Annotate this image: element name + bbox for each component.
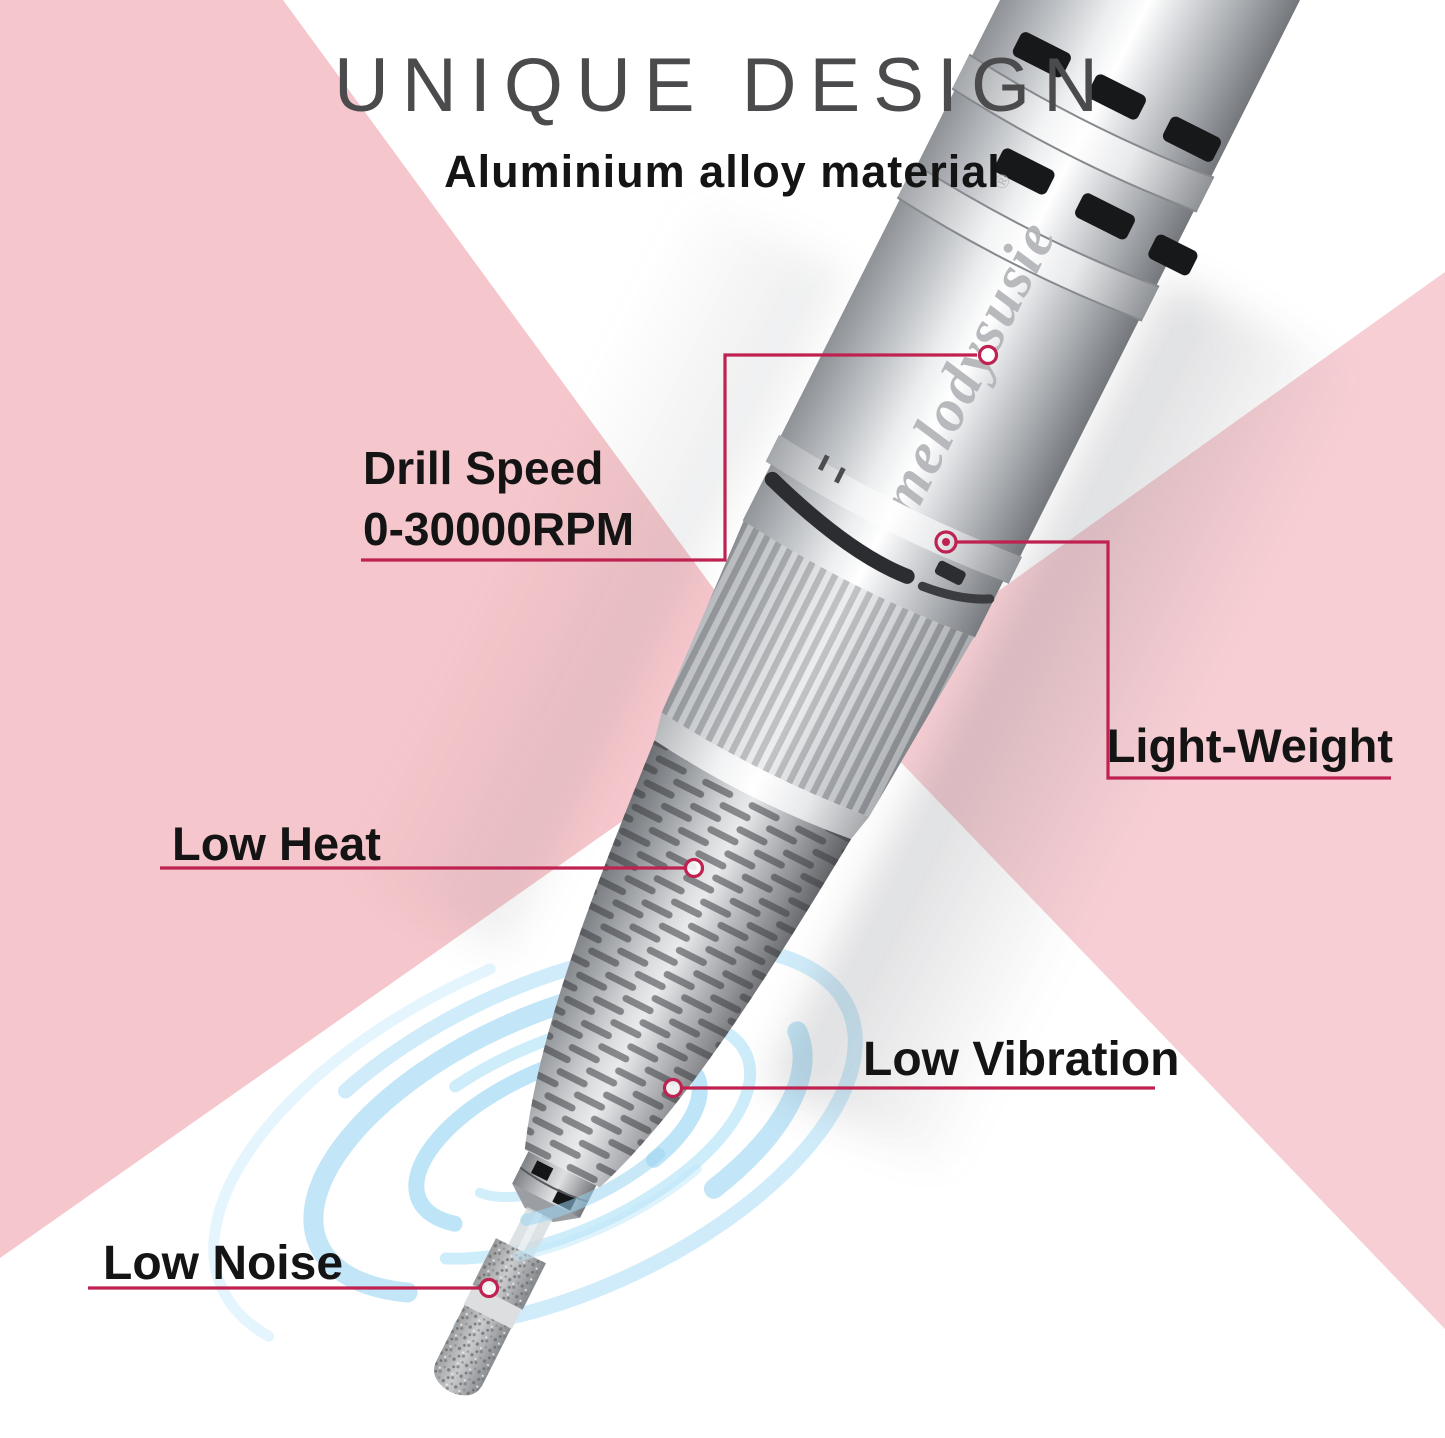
callout-label-drill-speed: Drill Speed 0-30000RPM <box>363 438 634 559</box>
callout-target-marker-low-noise <box>478 1277 500 1299</box>
callout-lines <box>88 344 1391 1299</box>
spin-swirl-front <box>352 1006 764 1270</box>
ring-band-a <box>952 54 1214 212</box>
drill-speed-line1: Drill Speed <box>363 442 604 494</box>
ring-band-b <box>897 163 1160 321</box>
page-title: UNIQUE DESIGN <box>333 43 1112 128</box>
callout-target-marker-low-vibration <box>662 1077 684 1099</box>
drill-shadow-left <box>342 191 846 952</box>
callout-target-marker-low-heat <box>683 857 705 879</box>
callout-label-low-heat: Low Heat <box>172 817 381 870</box>
grip-lower-ring <box>654 712 870 840</box>
callout-label-light-weight: Light-Weight <box>1106 719 1393 772</box>
callout-target-marker-light-weight <box>934 530 958 554</box>
sanding-band-ring <box>463 1285 522 1329</box>
ring-band-c <box>765 434 1023 584</box>
callout-line-drill-speed <box>361 353 977 562</box>
drill-shadow-right <box>767 279 1360 1178</box>
pink-wedge-left <box>0 0 795 1258</box>
callout-target-marker-drill-speed <box>977 344 999 366</box>
callout-label-low-vibration: Low Vibration <box>863 1033 1180 1086</box>
callout-label-low-noise: Low Noise <box>103 1237 344 1290</box>
collar-groove <box>764 471 915 584</box>
page-subtitle: Aluminium alloy material <box>444 146 1001 197</box>
drill-speed-line2: 0-30000RPM <box>363 502 635 555</box>
drill-upper-body <box>779 0 1342 559</box>
vent-slots-row2 <box>994 148 1198 276</box>
vent-slots-row1 <box>1012 32 1221 162</box>
nail-drill-handpiece: melodysusie ® <box>342 0 1360 1396</box>
callout-line-light-weight <box>957 540 1391 780</box>
